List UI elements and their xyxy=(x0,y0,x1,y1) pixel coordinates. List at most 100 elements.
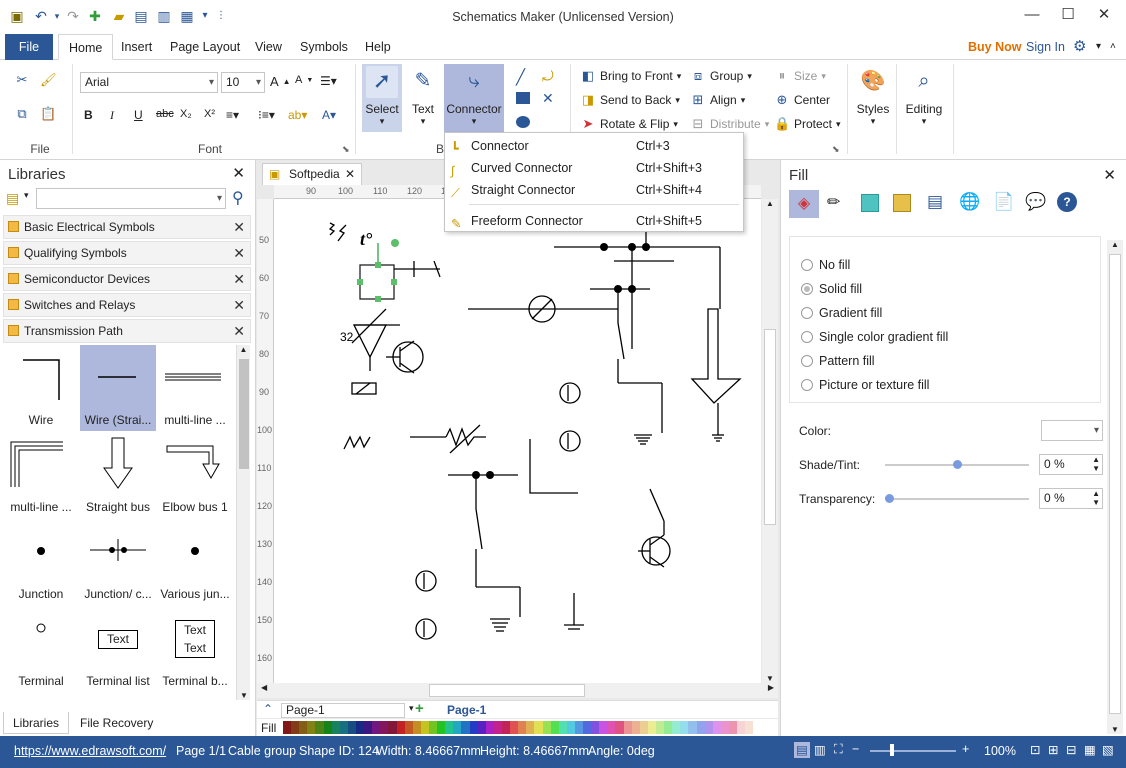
print-icon[interactable]: ▥ xyxy=(157,8,171,24)
grid-icon[interactable]: ▦ xyxy=(1084,743,1096,757)
ruler-icon[interactable]: ▧ xyxy=(1102,743,1114,757)
cut-icon[interactable]: ✂ xyxy=(16,72,28,87)
palette-swatch[interactable] xyxy=(583,721,592,734)
radio[interactable] xyxy=(801,331,813,343)
protect-button[interactable]: 🔒Protect▾ xyxy=(774,116,841,131)
palette-swatch[interactable] xyxy=(347,721,356,734)
palette-swatch[interactable] xyxy=(704,721,713,734)
layer-tab-icon[interactable] xyxy=(893,194,911,212)
maximize-icon[interactable]: ☐ xyxy=(1061,6,1075,23)
palette-swatch[interactable] xyxy=(437,721,446,734)
palette-swatch[interactable] xyxy=(647,721,657,734)
palette-swatch[interactable] xyxy=(729,721,738,734)
font-shrink-icon[interactable]: A▼ xyxy=(295,74,314,86)
italic-icon[interactable]: I xyxy=(110,108,114,122)
palette-swatch[interactable] xyxy=(526,721,535,734)
hyperlink-tab-icon[interactable]: 🌐 xyxy=(959,192,981,211)
shadow-tab-icon[interactable] xyxy=(861,194,879,212)
customize-icon[interactable]: ▾ xyxy=(202,10,208,21)
group-button[interactable]: ⧈Group▾ xyxy=(690,68,752,84)
palette-swatch[interactable] xyxy=(404,721,413,734)
shape-multi-line-elbow[interactable]: multi-line ... xyxy=(3,432,79,518)
library-close-icon[interactable]: ✕ xyxy=(233,219,245,235)
font-dialog-launcher-icon[interactable]: ⬊ xyxy=(342,144,350,154)
palette-swatch[interactable] xyxy=(664,721,673,734)
shape-junction-cross[interactable]: Junction/ c... xyxy=(80,519,156,605)
shape-multi-line[interactable]: multi-line ... xyxy=(157,345,233,431)
website-link[interactable]: https://www.edrawsoft.com/ xyxy=(14,744,167,758)
tab-libraries[interactable]: Libraries xyxy=(3,712,69,734)
properties-tab-icon[interactable]: ▤ xyxy=(927,192,944,211)
palette-swatch[interactable] xyxy=(461,721,470,734)
canvas-horizontal-scrollbar[interactable]: ◀ ▶ xyxy=(257,683,778,698)
tab-view[interactable]: View xyxy=(255,40,282,54)
zoom-out-icon[interactable]: − xyxy=(852,742,860,756)
palette-swatch[interactable] xyxy=(639,721,648,734)
fill-option-solid[interactable]: Solid fill xyxy=(801,282,862,296)
palette-swatch[interactable] xyxy=(485,721,494,734)
view-normal-icon[interactable]: ▤ xyxy=(794,742,810,758)
fill-option-gradient[interactable]: Gradient fill xyxy=(801,306,882,320)
font-color-icon[interactable]: A▾ xyxy=(322,108,337,122)
palette-swatch[interactable] xyxy=(510,721,519,734)
palette-swatch[interactable] xyxy=(680,721,689,734)
schematic-drawing[interactable]: 32 t° xyxy=(274,199,761,683)
save-icon[interactable]: ▤ xyxy=(134,8,148,24)
library-scrollbar-thumb[interactable] xyxy=(239,359,249,469)
zoom-in-icon[interactable]: + xyxy=(962,742,970,756)
fill-option-none[interactable]: No fill xyxy=(801,258,850,272)
shape-junction[interactable]: Junction xyxy=(3,519,79,605)
palette-swatch[interactable] xyxy=(412,721,421,734)
palette-swatch[interactable] xyxy=(291,721,300,734)
zoom-slider-thumb[interactable] xyxy=(890,744,894,756)
file-tab[interactable]: File xyxy=(5,34,53,60)
library-item-transmission-path[interactable]: Transmission Path✕ xyxy=(3,319,251,343)
font-grow-icon[interactable]: A▲ xyxy=(270,74,291,89)
palette-swatch[interactable] xyxy=(501,721,511,734)
palette-swatch[interactable] xyxy=(493,721,502,734)
font-size-select[interactable]: 10 xyxy=(221,72,265,93)
palette-swatch[interactable] xyxy=(388,721,397,734)
palette-swatch[interactable] xyxy=(696,721,705,734)
send-to-back-button[interactable]: ◨Send to Back▾ xyxy=(581,92,680,107)
transparency-spinner-icon[interactable]: ▲▼ xyxy=(1092,489,1100,507)
drawing-page[interactable]: 32 t° xyxy=(274,199,761,683)
rotate-flip-button[interactable]: ➤Rotate & Flip▾ xyxy=(580,116,678,132)
palette-swatch[interactable] xyxy=(656,721,665,734)
document-close-icon[interactable]: ✕ xyxy=(344,167,355,181)
fill-panel-close-icon[interactable]: ✕ xyxy=(1103,167,1116,184)
shape-straight-bus[interactable]: Straight bus xyxy=(80,432,156,518)
palette-swatch[interactable] xyxy=(720,721,730,734)
comment-tab-icon[interactable]: 💬 xyxy=(1025,192,1047,211)
font-name-select[interactable]: Arial xyxy=(80,72,218,93)
rectangle-tool-icon[interactable] xyxy=(516,92,530,104)
tab-insert[interactable]: Insert xyxy=(121,40,153,54)
canvas-vertical-thumb[interactable] xyxy=(764,329,776,525)
underline-icon[interactable]: U xyxy=(134,108,143,122)
library-close-icon[interactable]: ✕ xyxy=(233,297,245,313)
palette-swatch[interactable] xyxy=(550,721,559,734)
palette-swatch[interactable] xyxy=(396,721,405,734)
canvas-horizontal-thumb[interactable] xyxy=(429,684,585,697)
page-select-dropdown-icon[interactable]: ▾ xyxy=(409,703,414,713)
redo-icon[interactable]: ↷ xyxy=(67,8,79,24)
palette-swatch[interactable] xyxy=(315,721,324,734)
sign-in-link[interactable]: Sign In xyxy=(1026,40,1065,54)
fit-page-icon[interactable]: ⊡ xyxy=(1030,743,1041,757)
open-icon[interactable]: ▰ xyxy=(113,8,125,24)
attachment-tab-icon[interactable]: 📄 xyxy=(993,192,1015,211)
library-search-input[interactable] xyxy=(36,188,226,209)
view-fullscreen-icon[interactable]: ⛶ xyxy=(834,742,843,756)
palette-swatch[interactable] xyxy=(331,721,340,734)
bold-icon[interactable]: B xyxy=(84,108,93,122)
shape-wire[interactable]: Wire xyxy=(3,345,79,431)
palette-swatch[interactable] xyxy=(420,721,429,734)
crosshair-tool-icon[interactable]: ✕ xyxy=(542,90,554,106)
shade-tint-slider-thumb[interactable] xyxy=(953,460,962,469)
shape-elbow-bus[interactable]: Elbow bus 1 xyxy=(157,432,233,518)
radio[interactable] xyxy=(801,355,813,367)
help-icon[interactable]: ? xyxy=(1057,192,1077,212)
